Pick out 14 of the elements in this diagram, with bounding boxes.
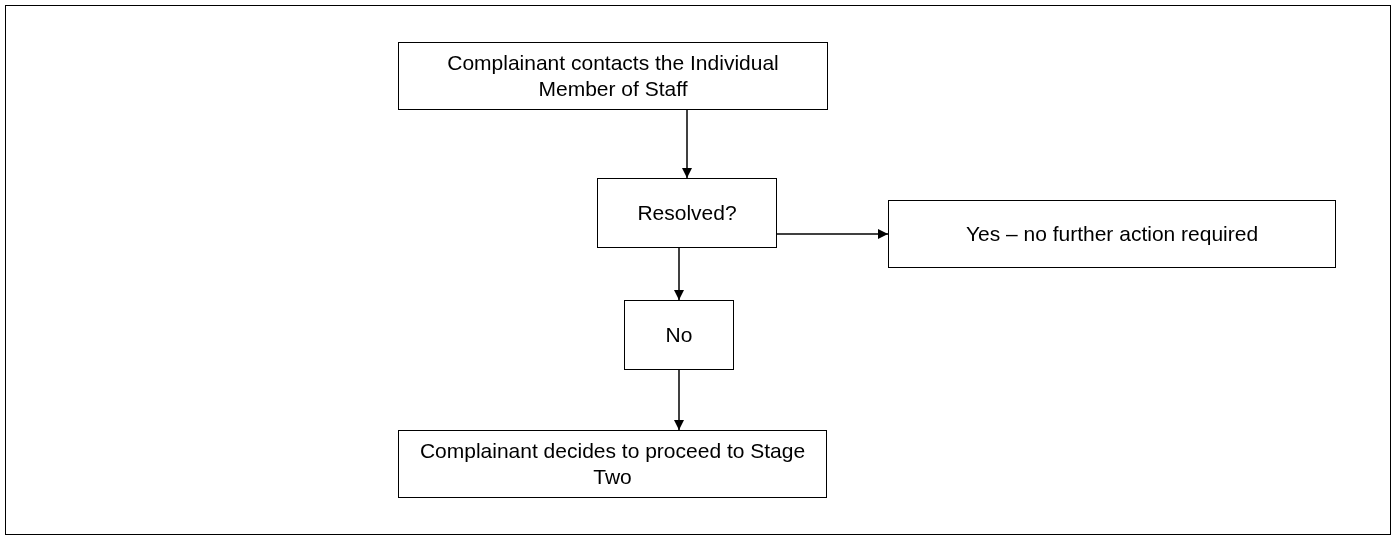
- process-box: [624, 300, 734, 370]
- process-box: [597, 178, 777, 248]
- process-box: [398, 42, 828, 110]
- box-label: Resolved?: [637, 199, 737, 226]
- box-label: Complainant contacts the Individual Member of Staff: [446, 49, 780, 102]
- arrow: [682, 109, 692, 179]
- arrow: [674, 369, 684, 431]
- box-label: Complainant decides to proceed to Stage Two: [418, 437, 807, 490]
- arrow: [776, 229, 889, 239]
- process-box: [398, 430, 827, 498]
- process-box: [888, 200, 1336, 268]
- box-label: Yes – no further action required: [965, 220, 1259, 247]
- box-label: No: [665, 321, 693, 348]
- arrow: [674, 247, 684, 301]
